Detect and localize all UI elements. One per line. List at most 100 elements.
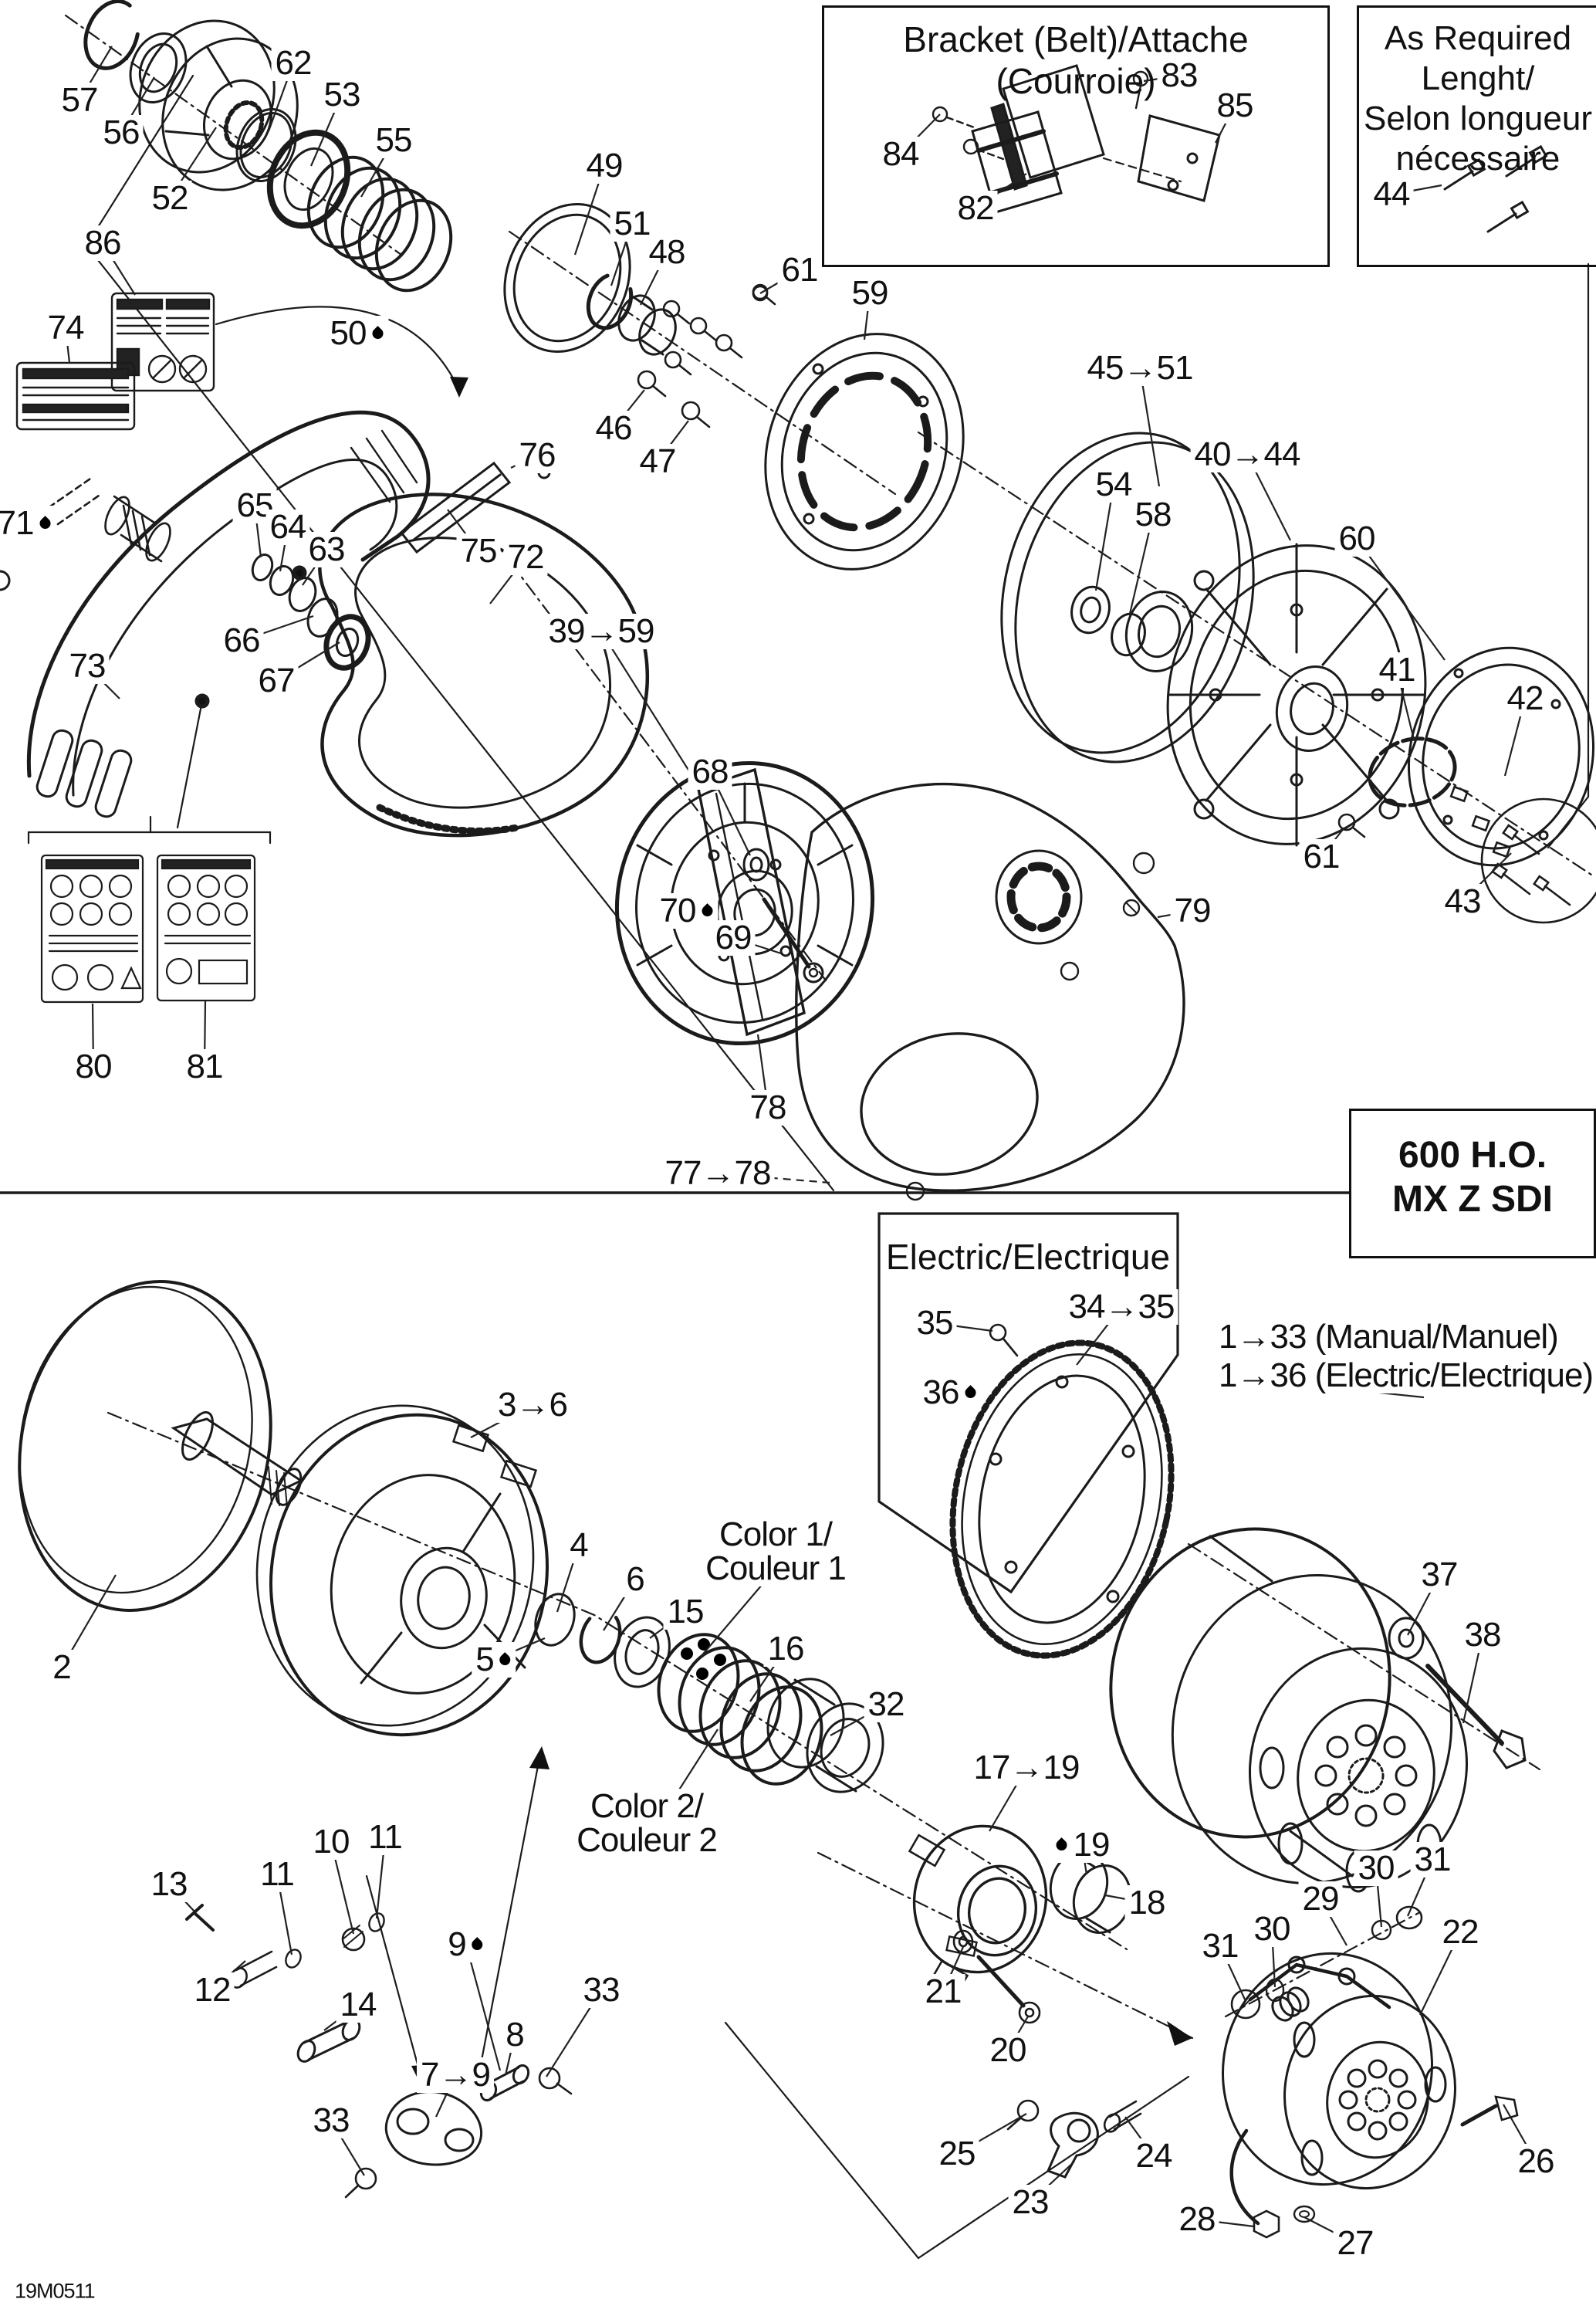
fixed-sheave-ring-59 bbox=[764, 333, 965, 571]
callout-35: 35 bbox=[912, 1305, 957, 1341]
callout-1→36-(Electric/Electrique): 1→36 (Electric/Electrique) bbox=[1215, 1358, 1596, 1393]
leader-45→51 bbox=[1138, 367, 1161, 487]
callout-46: 46 bbox=[591, 411, 636, 446]
oil-droplet-icon bbox=[497, 1652, 513, 1668]
callout-83: 83 bbox=[1157, 58, 1202, 93]
callout-14: 14 bbox=[336, 1987, 380, 2023]
sleeve-32 bbox=[766, 1678, 884, 1793]
callout-25: 25 bbox=[935, 2136, 979, 2172]
callout-12: 12 bbox=[190, 1972, 235, 2008]
callout-74: 74 bbox=[43, 310, 88, 346]
movable-sheave-3-6 bbox=[255, 1404, 549, 1737]
callout-57: 57 bbox=[57, 83, 102, 118]
callout-45→51: 45→51 bbox=[1083, 350, 1197, 386]
screw-set-45-51 bbox=[637, 283, 776, 428]
model-line-2: MX Z SDI bbox=[1391, 1178, 1553, 1220]
o-ring-62 bbox=[235, 107, 297, 183]
callout-64: 64 bbox=[265, 510, 310, 545]
oil-droplet-icon bbox=[370, 326, 386, 342]
callout-68: 68 bbox=[688, 754, 732, 790]
drive-clutch-22 bbox=[1222, 1905, 1519, 2239]
callout-82: 82 bbox=[953, 191, 998, 226]
washer-37 bbox=[1388, 1617, 1425, 1660]
callout-53: 53 bbox=[320, 77, 364, 113]
callout-75: 75 bbox=[456, 533, 501, 569]
callout-21: 21 bbox=[921, 1974, 965, 2010]
callout-2: 2 bbox=[49, 1650, 75, 1685]
callout-77→78: 77→78 bbox=[661, 1156, 775, 1191]
callout-36: 36 bbox=[918, 1375, 982, 1410]
circlip-51 bbox=[586, 272, 634, 330]
callout-66: 66 bbox=[219, 623, 264, 659]
warning-decal-86 bbox=[110, 292, 215, 392]
ring-gear-34-35 bbox=[949, 1323, 1175, 1659]
callout-70: 70 bbox=[655, 893, 719, 929]
square-nuts-42 bbox=[1449, 785, 1512, 858]
wavy-ring-41 bbox=[1368, 736, 1457, 808]
callout-18: 18 bbox=[1124, 1885, 1169, 1921]
callout-6: 6 bbox=[622, 1562, 648, 1597]
callout-55: 55 bbox=[371, 123, 416, 158]
as-required-line-3: Selon longueur bbox=[1363, 99, 1592, 137]
callout-32: 32 bbox=[864, 1687, 908, 1722]
leader-9 bbox=[465, 1944, 502, 2071]
model-line-1: 600 H.O. bbox=[1398, 1135, 1547, 1176]
callout-Couleur-1: Couleur 1 bbox=[702, 1551, 850, 1586]
callout-17→19: 17→19 bbox=[969, 1750, 1084, 1786]
callout-48: 48 bbox=[644, 235, 689, 270]
spring-55 bbox=[306, 155, 453, 293]
leader-39→59 bbox=[600, 631, 695, 780]
as-required-line-1: As Required bbox=[1384, 19, 1572, 57]
callout-52: 52 bbox=[147, 181, 192, 216]
callout-38: 38 bbox=[1460, 1617, 1505, 1653]
bracket-belt-box: Bracket (Belt)/Attache (Courroie) bbox=[822, 5, 1330, 267]
callout-33: 33 bbox=[579, 1972, 624, 2008]
spring-16-with-color-marks bbox=[657, 1633, 823, 1786]
callout-30: 30 bbox=[1354, 1850, 1398, 1886]
governor-lever-23-25 bbox=[1006, 2099, 1142, 2179]
callout-49: 49 bbox=[582, 148, 627, 184]
callout-56: 56 bbox=[99, 115, 144, 151]
callout-Couleur-2: Couleur 2 bbox=[573, 1823, 721, 1858]
callout-40→44: 40→44 bbox=[1190, 437, 1304, 472]
callout-44: 44 bbox=[1369, 177, 1414, 212]
callout-29: 29 bbox=[1298, 1881, 1343, 1917]
callout-Color-2/: Color 2/ bbox=[586, 1789, 708, 1824]
callout-76: 76 bbox=[515, 438, 560, 473]
bracket-belt-box-title: Bracket (Belt)/Attache (Courroie) bbox=[903, 19, 1249, 102]
callout-3→6: 3→6 bbox=[494, 1387, 571, 1423]
callout-71: 71 bbox=[0, 506, 56, 541]
callout-8: 8 bbox=[502, 2017, 528, 2053]
seal-ring-56 bbox=[129, 32, 188, 104]
callout-30: 30 bbox=[1249, 1911, 1294, 1947]
electric-box-title: Electric/Electrique bbox=[881, 1236, 1175, 1278]
callout-10: 10 bbox=[309, 1824, 353, 1860]
callout-22: 22 bbox=[1438, 1915, 1483, 1950]
oil-droplet-icon bbox=[37, 516, 53, 532]
electric-box-outline bbox=[877, 1212, 1179, 1594]
bolt-61-upper bbox=[752, 285, 769, 302]
callout-7→9: 7→9 bbox=[417, 2057, 494, 2093]
callout-9: 9 bbox=[444, 1927, 489, 1962]
oil-droplet-icon bbox=[699, 903, 715, 919]
belt-guard-73 bbox=[26, 410, 431, 818]
callout-34→35: 34→35 bbox=[1064, 1289, 1178, 1325]
callout-16: 16 bbox=[763, 1631, 808, 1667]
oil-droplet-icon bbox=[1053, 1837, 1070, 1854]
callout-84: 84 bbox=[878, 137, 923, 172]
bolt-69 bbox=[762, 897, 824, 984]
warning-decal-81 bbox=[156, 854, 256, 1002]
callout-4: 4 bbox=[566, 1528, 592, 1563]
spider-clutch-40-44 bbox=[0, 543, 1427, 847]
callout-37: 37 bbox=[1417, 1557, 1462, 1593]
callout-1→33-(Manual/Manuel): 1→33 (Manual/Manuel) bbox=[1215, 1319, 1562, 1355]
callout-15: 15 bbox=[663, 1594, 708, 1630]
callout-47: 47 bbox=[635, 444, 680, 479]
callout-39→59: 39→59 bbox=[544, 614, 658, 649]
callout-13: 13 bbox=[147, 1867, 191, 1902]
callout-19: 19 bbox=[1050, 1827, 1114, 1863]
small-parts-63-67 bbox=[251, 554, 371, 671]
callout-59: 59 bbox=[847, 276, 892, 311]
callout-19M0511: 19M0511 bbox=[11, 2280, 99, 2303]
